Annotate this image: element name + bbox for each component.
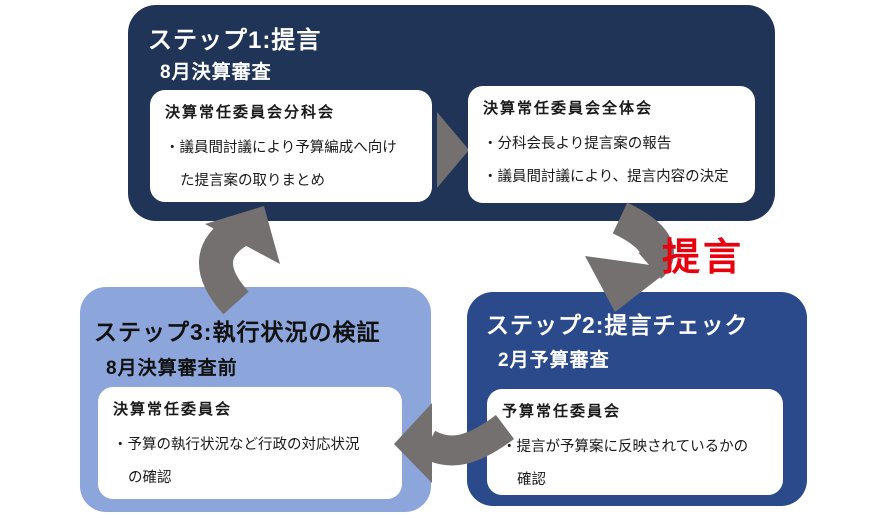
step3-panel: ステップ3:執行状況の検証 8月決算審査前 決算常任委員会 ・予算の執行状況など… [80,287,431,512]
step2-title: ステップ2:提言チェック [486,312,749,338]
bullet-line: の確認 [128,470,172,486]
right-arrow-icon [437,112,469,188]
bullet-line: 確認 [517,472,546,488]
teigen-flow-label: 提言 [662,237,745,279]
step2-committee-card: 予算常任委員会 ・提言が予算案に反映されているかの 確認 [487,389,783,495]
step3-subtitle: 8月決算審査前 [106,358,238,379]
step3-title: ステップ3:執行状況の検証 [94,319,381,345]
card-heading: 決算常任委員会分科会 [165,104,336,121]
bullet-line: た提言案の取りまとめ [180,173,325,189]
step1-subtitle: 8月決算審査 [160,62,272,83]
bullet-line: ・分科会長より提言案の報告 [483,136,672,152]
bullet-line: ・議員間討議により予算編成へ向け [165,140,397,156]
bullet-line: ・予算の執行状況など行政の対応状況 [113,437,360,453]
bullet-line: ・議員間討議により、提言内容の決定 [483,169,729,185]
card-heading: 決算常任委員会全体会 [483,100,654,117]
step2-panel: ステップ2:提言チェック 2月予算審査 予算常任委員会 ・提言が予算案に反映され… [467,292,807,506]
step2-subtitle: 2月予算審査 [498,350,610,371]
step1-title: ステップ1:提言 [148,27,322,54]
step1-plenary-card: 決算常任委員会全体会 ・分科会長より提言案の報告 ・議員間討議により、提言内容の… [468,86,755,203]
step3-committee-card: 決算常任委員会 ・予算の執行状況など行政の対応状況 の確認 [98,387,402,499]
card-heading: 決算常任委員会 [113,401,233,418]
step1-subcommittee-card: 決算常任委員会分科会 ・議員間討議により予算編成へ向け た提言案の取りまとめ [150,90,432,202]
card-heading: 予算常任委員会 [502,403,622,420]
step1-panel: ステップ1:提言 8月決算審査 決算常任委員会分科会 ・議員間討議により予算編成… [128,5,775,221]
bullet-line: ・提言が予算案に反映されているかの [502,439,749,455]
